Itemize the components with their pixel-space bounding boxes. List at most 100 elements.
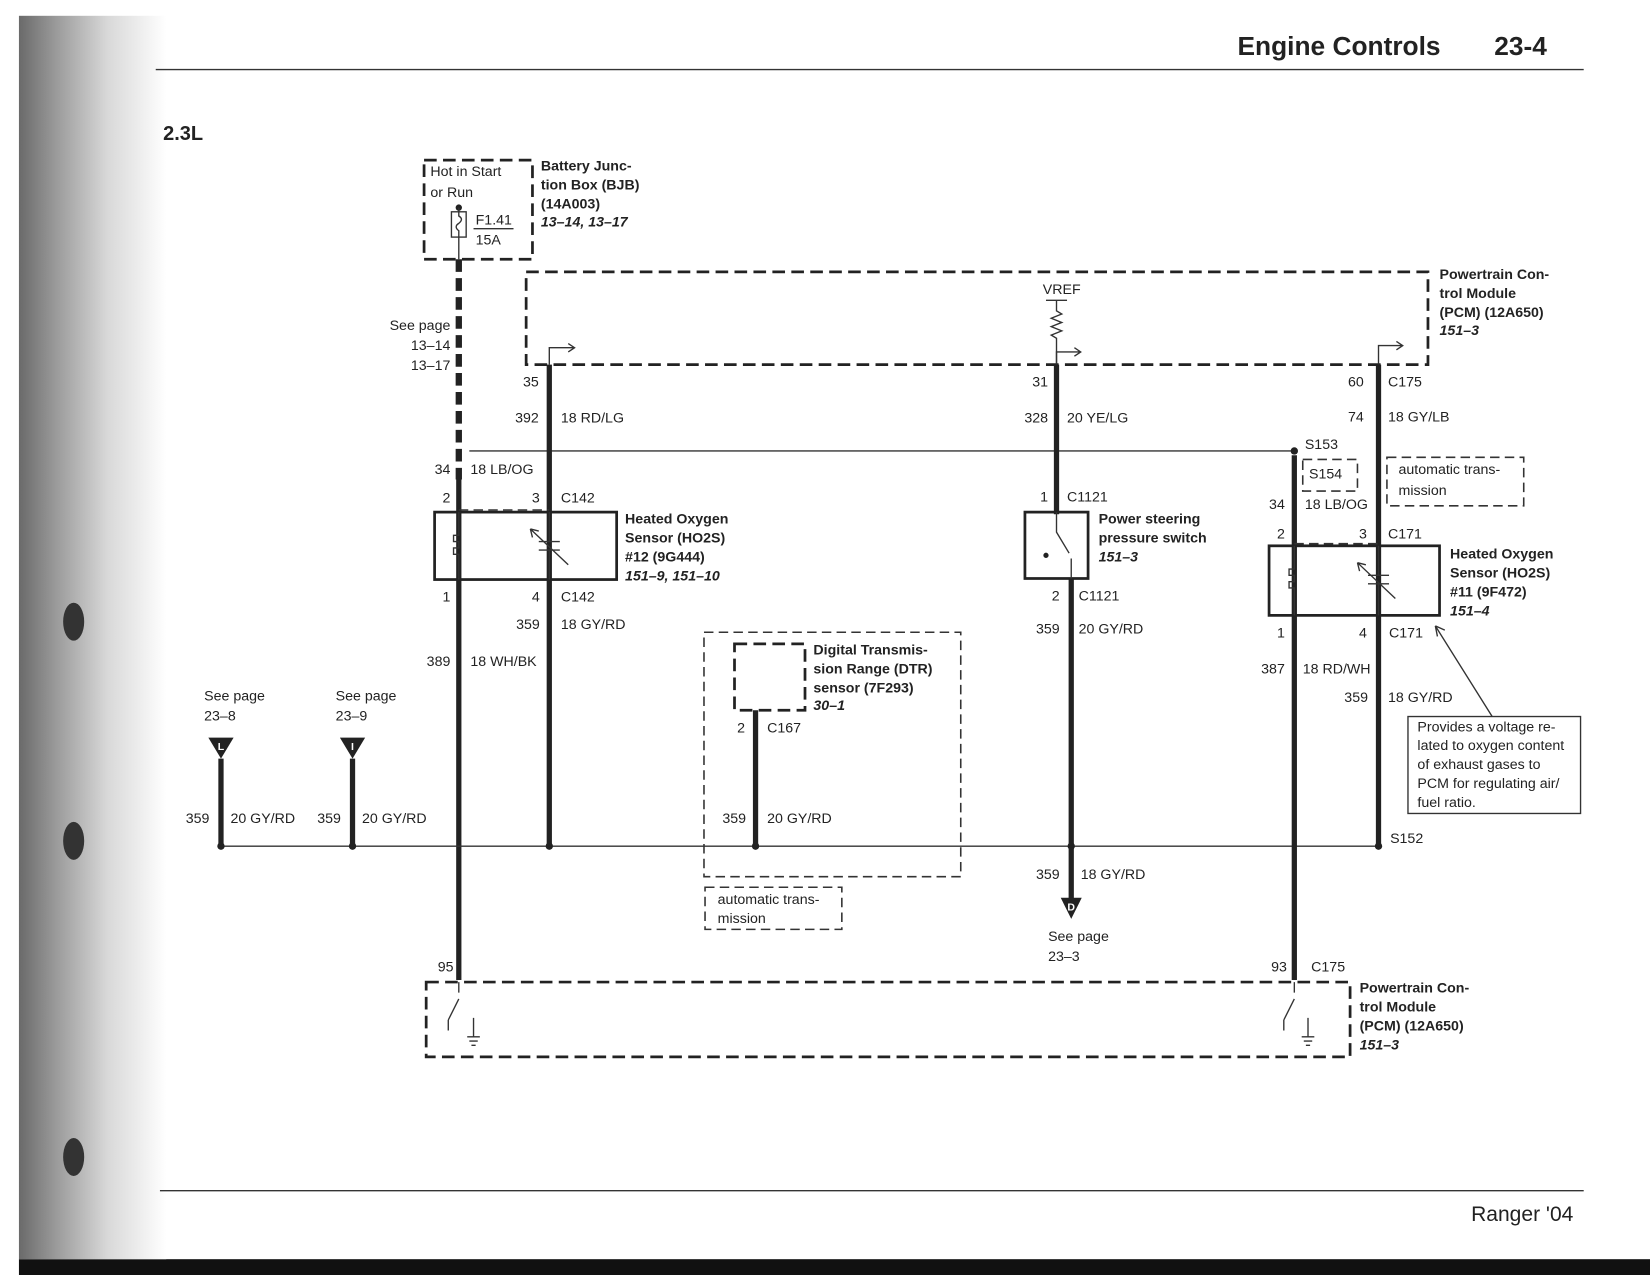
- diagram-label: 23–3: [1048, 949, 1080, 965]
- bjb-run-label: or Run: [430, 185, 473, 201]
- diagram-label: 35: [523, 375, 539, 391]
- diagram-label: 3: [532, 491, 540, 507]
- diagram-label: 20 GY/RD: [362, 811, 427, 827]
- fuse-id: F1.41: [476, 212, 512, 228]
- engine-label: 2.3L: [163, 123, 203, 145]
- diagram-label: Powertrain Con-: [1360, 981, 1470, 997]
- diagram-label: 74: [1348, 409, 1364, 425]
- diagram-label: 359: [186, 811, 210, 827]
- left-connectors[interactable]: See page 23–8 L 359 20 GY/RD See page 23…: [186, 689, 427, 847]
- power-steering-switch[interactable]: D 31 328 20 YE/LG 1 C1121 Power steering…: [1023, 364, 1207, 965]
- scan-edge: [0, 1259, 1650, 1275]
- sensor-icon: [452, 512, 569, 580]
- bjb-hot-label: Hot in Start: [430, 164, 501, 180]
- diagram-label: See page: [336, 689, 397, 705]
- diagram-label: PCM for regulating air/: [1417, 776, 1559, 792]
- pcm-top-name-2: trol Module: [1440, 286, 1517, 302]
- diagram-label: 20 GY/RD: [767, 811, 832, 827]
- diagram-label: Digital Transmis-: [813, 642, 928, 658]
- diagram-label: Provides a voltage re-: [1417, 719, 1555, 735]
- vref-label: VREF: [1043, 282, 1081, 298]
- diagram-label: 359: [516, 617, 540, 633]
- diagram-label: automatic trans-: [1399, 462, 1501, 478]
- diagram-label: 23–8: [204, 709, 236, 725]
- diagram-label: 18 GY/LB: [1388, 409, 1450, 425]
- diagram-label: C171: [1389, 625, 1423, 641]
- diagram-label: C1121: [1079, 589, 1120, 605]
- diagram-label: 20 GY/RD: [1079, 621, 1144, 637]
- diagram-label: 18 LB/OG: [470, 462, 533, 478]
- bjb-part: (14A003): [541, 197, 600, 213]
- bjb-name-2: tion Box (BJB): [541, 178, 640, 194]
- diagram-label: mission: [718, 911, 766, 927]
- diagram-label: 151–9, 151–10: [625, 569, 720, 585]
- diagram-label: C1121: [1067, 490, 1108, 506]
- diagram-label: 20 GY/RD: [230, 811, 295, 827]
- diagram-label: C175: [1388, 375, 1422, 391]
- diagram-label: 1: [1277, 625, 1285, 641]
- footer-model: Ranger '04: [1471, 1203, 1574, 1226]
- bjb-name: Battery Junc-: [541, 159, 632, 175]
- diagram-label: Heated Oxygen: [1450, 546, 1553, 562]
- diagram-label: C142: [561, 491, 595, 507]
- diagram-label: L: [218, 741, 225, 753]
- diagram-label: lated to oxygen content: [1417, 738, 1564, 754]
- scan-margin: [0, 0, 19, 1275]
- diagram-label: 392: [515, 411, 539, 427]
- diagram-label: S154: [1309, 466, 1342, 482]
- diagram-label: 4: [1359, 625, 1367, 641]
- diagram-label: C167: [767, 720, 801, 736]
- diagram-label: mission: [1399, 483, 1447, 499]
- diagram-label: fuel ratio.: [1417, 795, 1475, 811]
- diagram-label: Heated Oxygen: [625, 512, 728, 528]
- diagram-label: 34: [1269, 497, 1285, 513]
- battery-junction-box[interactable]: Hot in Start or Run F1.41 15A Battery Ju…: [422, 159, 640, 261]
- diagram-label: 18 LB/OG: [1305, 497, 1368, 513]
- diagram-label: 3: [1359, 526, 1367, 542]
- fuse-icon: [450, 204, 467, 260]
- page-number: 23-4: [1494, 31, 1547, 61]
- diagram-label: pressure switch: [1099, 531, 1207, 547]
- ho2s-12-box[interactable]: [433, 510, 619, 581]
- diagram-label: 34: [435, 462, 451, 478]
- diagram-label: 2: [1277, 526, 1285, 542]
- splice-dots: [217, 447, 1383, 850]
- diagram-label: #12 (9G444): [625, 550, 705, 566]
- binder-shadow: [18, 15, 167, 1260]
- diagram-label: 60: [1348, 375, 1364, 391]
- diagram-label: 18 GY/RD: [1081, 867, 1146, 883]
- diagram-label: #11 (9F472): [1450, 584, 1527, 600]
- diagram-label: 93: [1271, 960, 1287, 976]
- fuse-rating: 15A: [476, 232, 502, 248]
- diagram-label: 31: [1032, 375, 1048, 391]
- diagram-label: 387: [1261, 661, 1285, 677]
- diagram-label: C142: [561, 590, 595, 606]
- diagram-label: See page: [204, 689, 265, 705]
- pcm-top-part: (PCM) (12A650): [1440, 305, 1544, 321]
- pcm-top-name: Powertrain Con-: [1440, 267, 1550, 283]
- diagram-label: 18 RD/WH: [1303, 661, 1371, 677]
- diagram-label: S153: [1305, 437, 1338, 453]
- diagram-label: 1: [442, 590, 450, 606]
- diagram-label: 20 YE/LG: [1067, 411, 1128, 427]
- diagram-label: automatic trans-: [718, 892, 820, 908]
- ground-flag-icons: [548, 340, 1404, 365]
- diagram-label: 359: [1344, 690, 1368, 706]
- ho2s-11[interactable]: 60 C175 74 18 GY/LB S153 S154 34 18 LB/O…: [1261, 364, 1553, 980]
- dtr-sensor[interactable]: Digital Transmis- sion Range (DTR) senso…: [703, 631, 962, 931]
- pcm-bottom[interactable]: 95 93 C175 Powertrain Con- trol Module (…: [424, 960, 1470, 1059]
- diagram-label: trol Module: [1360, 1000, 1437, 1016]
- diagram-label: 359: [317, 811, 341, 827]
- diagram-label: 18 WH/BK: [470, 654, 537, 670]
- diagram-label: Sensor (HO2S): [1450, 565, 1550, 581]
- diagram-label: 18 GY/RD: [1388, 690, 1453, 706]
- bjb-see-page-2: 13–17: [411, 358, 451, 374]
- diagram-label: 2: [1052, 589, 1060, 605]
- bjb-see-page: See page: [390, 318, 451, 334]
- bjb-ref: 13–14, 13–17: [541, 215, 629, 231]
- diagram-label: 2: [737, 720, 745, 736]
- pcm-top-box[interactable]: [524, 270, 1430, 366]
- diagram-label: 151–4: [1450, 603, 1490, 619]
